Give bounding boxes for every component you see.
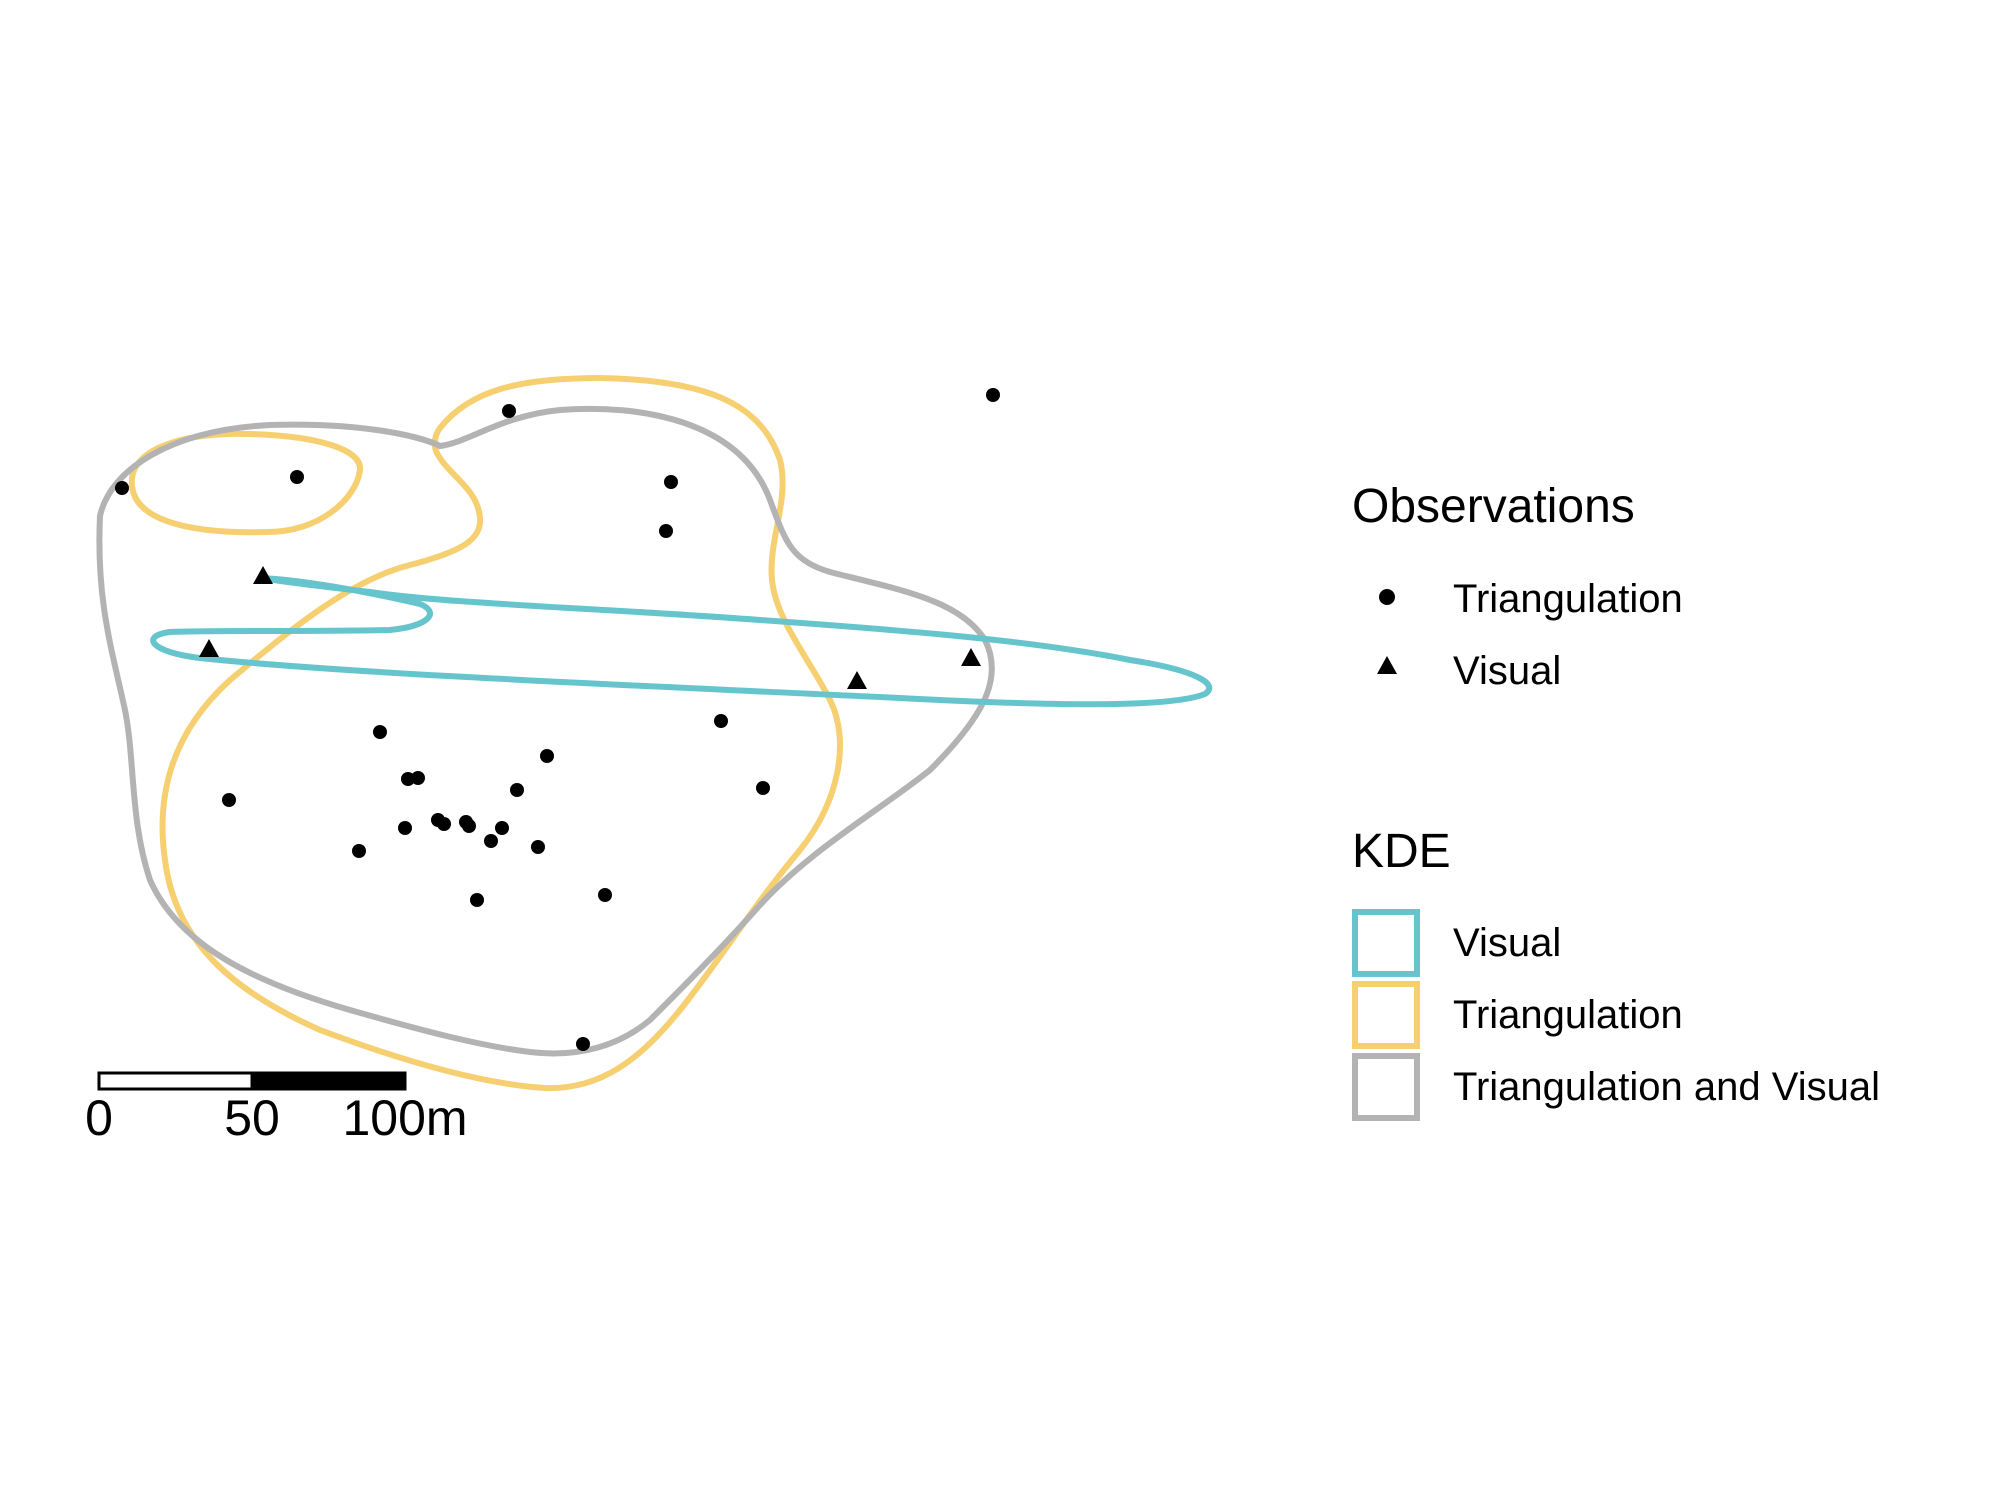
observation-triangulation (756, 781, 770, 795)
observation-triangulation (373, 725, 387, 739)
observation-triangulation (470, 893, 484, 907)
legend-kde-item-triangulation: Triangulation (1453, 993, 1683, 1037)
scale-bar-label-0: 0 (85, 1090, 113, 1146)
observation-triangulation (222, 793, 236, 807)
observation-triangulation (398, 821, 412, 835)
observation-triangulation (437, 817, 451, 831)
legend-kde-swatch-combined (1352, 1053, 1420, 1121)
legend-triangulation-circle-icon (1379, 589, 1395, 605)
observation-triangulation (664, 475, 678, 489)
legend-observations-item-triangulation: Triangulation (1453, 577, 1683, 621)
observation-triangulation (659, 524, 673, 538)
observation-triangulation (502, 404, 516, 418)
observation-triangulation (290, 470, 304, 484)
scale-bar-label-50: 50 (224, 1090, 280, 1146)
observation-triangulation (531, 840, 545, 854)
kde-contour-combined (96, 405, 995, 1057)
legend-observations: Observations Triangulation Visual (1352, 480, 1683, 693)
observation-triangulation (714, 714, 728, 728)
legend-visual-triangle-icon (1377, 656, 1397, 674)
kde-contour-triangulation-main (159, 374, 843, 1092)
legend-kde-title: KDE (1352, 825, 1451, 878)
observation-visual (199, 639, 219, 657)
scale-bar: 0 50 100m (85, 1071, 468, 1146)
legend-kde-swatch-visual (1352, 909, 1420, 977)
legend-kde-swatch-triangulation (1352, 981, 1420, 1049)
observation-triangulation (484, 834, 498, 848)
observation-visual (847, 671, 867, 689)
observation-triangulation (462, 819, 476, 833)
triangulation-points (115, 388, 1000, 1051)
legend-kde-item-combined: Triangulation and Visual (1453, 1065, 1880, 1109)
observation-visual (961, 648, 981, 666)
observation-triangulation (540, 749, 554, 763)
legend-kde-item-visual: Visual (1453, 921, 1561, 965)
visual-points (199, 566, 981, 689)
scale-bar-segment-black (250, 1071, 407, 1091)
observation-triangulation (495, 821, 509, 835)
scale-bar-segment-white (97, 1071, 254, 1091)
observation-triangulation (576, 1037, 590, 1051)
legend-observations-item-visual: Visual (1453, 649, 1561, 693)
observation-triangulation (115, 481, 129, 495)
legend-observations-title: Observations (1352, 480, 1635, 533)
kde-contour-visual (150, 575, 1213, 708)
scale-bar-label-100m: 100m (342, 1090, 467, 1146)
observation-triangulation (510, 783, 524, 797)
observation-triangulation (986, 388, 1000, 402)
observation-visual (253, 566, 273, 584)
legend-kde: KDE Visual Triangulation Triangulation a… (1352, 825, 1880, 1121)
observation-triangulation (411, 771, 425, 785)
observation-triangulation (352, 844, 366, 858)
observation-triangulation (598, 888, 612, 902)
